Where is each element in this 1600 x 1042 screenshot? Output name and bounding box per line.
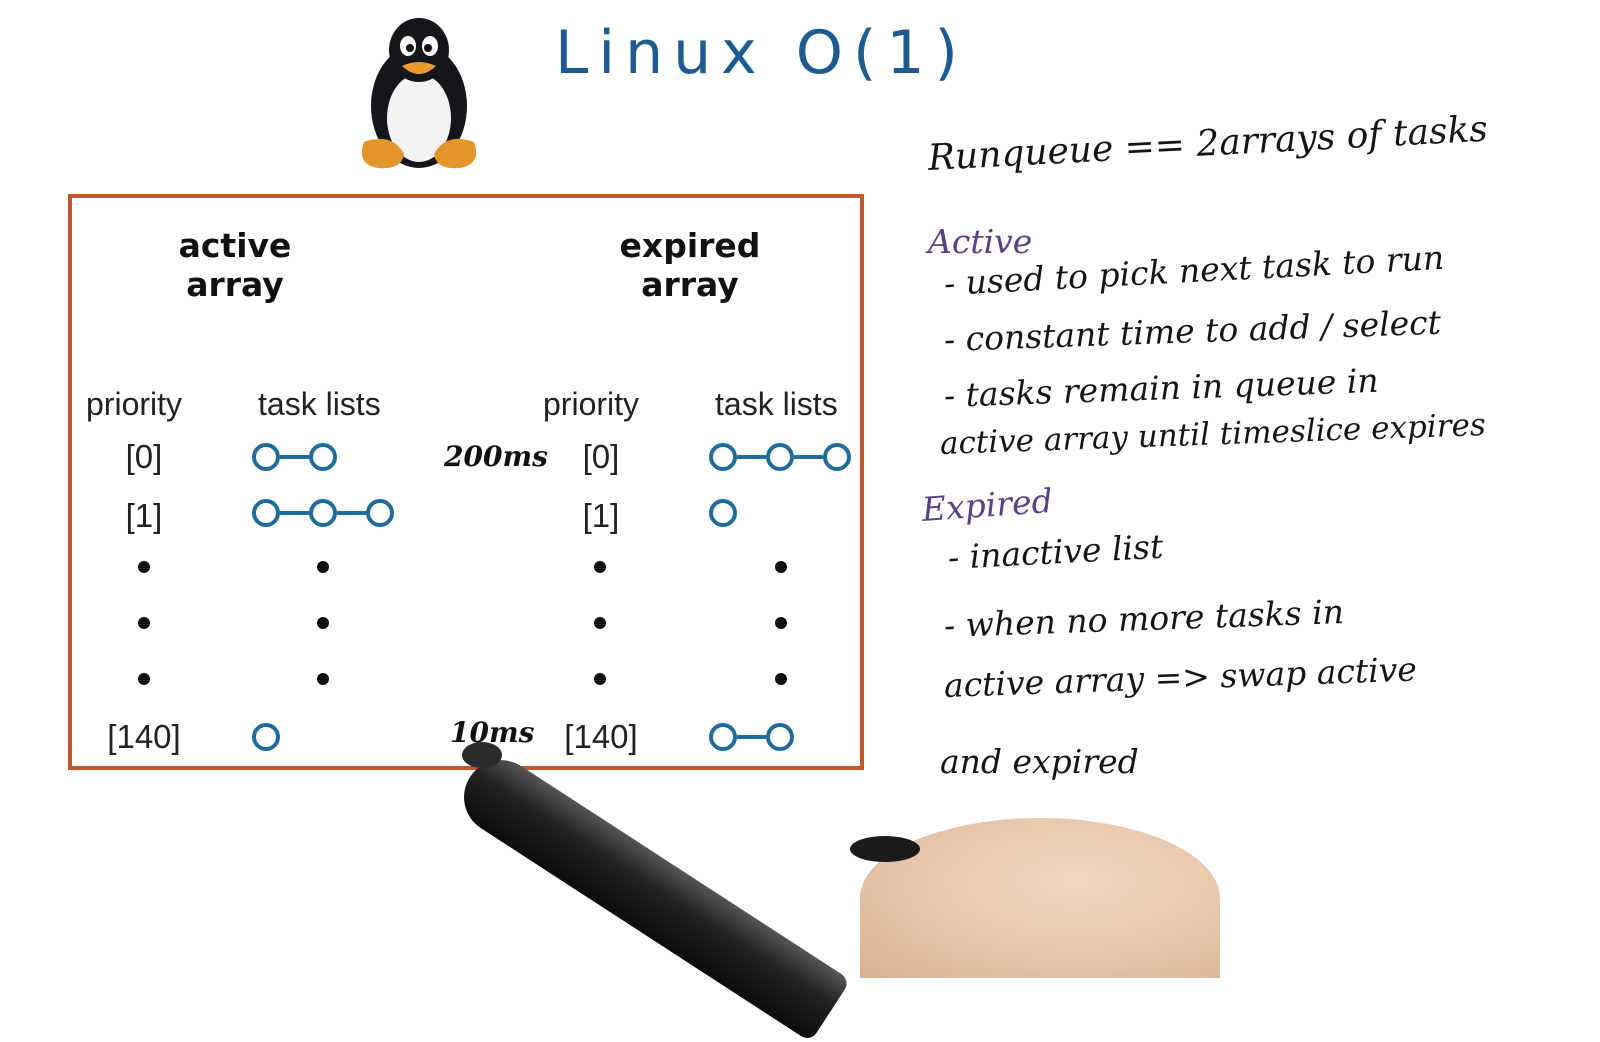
expired-note-item: - when no more tasks in bbox=[943, 592, 1345, 645]
runqueue-diagram-box bbox=[68, 194, 864, 770]
active-priority-header: priority bbox=[86, 386, 183, 422]
task-node bbox=[766, 443, 794, 471]
active-priority-index: [0] bbox=[125, 438, 163, 475]
task-node bbox=[709, 723, 737, 751]
ellipsis-dot bbox=[138, 673, 150, 685]
ellipsis-dot bbox=[317, 617, 329, 629]
active-note-label: Active bbox=[928, 222, 1033, 261]
task-node bbox=[709, 443, 737, 471]
task-node bbox=[823, 443, 851, 471]
expired-note-item: - inactive list bbox=[946, 526, 1165, 577]
task-node bbox=[766, 723, 794, 751]
ellipsis-dot bbox=[775, 561, 787, 573]
task-link bbox=[737, 455, 766, 459]
slide-title: Linux O(1) bbox=[555, 18, 968, 88]
task-node bbox=[252, 723, 280, 751]
active-note-item: - tasks remain in queue in bbox=[943, 360, 1380, 415]
ellipsis-dot bbox=[594, 561, 606, 573]
expired-priority-header: priority bbox=[543, 386, 640, 422]
runqueue-note: Runqueue == 2arrays of tasks bbox=[926, 108, 1489, 179]
marker-pen-tip bbox=[462, 742, 502, 768]
expired-note-item: active array => swap active bbox=[943, 649, 1418, 705]
task-link bbox=[280, 455, 309, 459]
ellipsis-dot bbox=[138, 617, 150, 629]
expired-array-heading: expired array bbox=[619, 226, 761, 304]
task-node bbox=[252, 443, 280, 471]
timeslice-high-label: 200ms bbox=[444, 440, 548, 473]
task-node bbox=[709, 499, 737, 527]
task-node bbox=[309, 443, 337, 471]
presenter-fingernail bbox=[850, 836, 920, 862]
ellipsis-dot bbox=[138, 561, 150, 573]
expired-priority-index: [0] bbox=[582, 438, 620, 475]
task-node bbox=[309, 499, 337, 527]
active-note-item: active array until timeslice expires bbox=[939, 406, 1487, 462]
task-link bbox=[337, 511, 366, 515]
expired-priority-index: [1] bbox=[582, 497, 620, 534]
expired-note-item: and expired bbox=[940, 742, 1139, 781]
expired-task-lists-header: task lists bbox=[715, 386, 838, 422]
expired-priority-index: [140] bbox=[564, 718, 638, 755]
ellipsis-dot bbox=[317, 561, 329, 573]
active-array-heading: active array bbox=[178, 226, 292, 304]
ellipsis-dot bbox=[594, 617, 606, 629]
ellipsis-dot bbox=[775, 617, 787, 629]
expired-note-label: Expired bbox=[920, 480, 1054, 529]
ellipsis-dot bbox=[317, 673, 329, 685]
active-note-item: - constant time to add / select bbox=[943, 302, 1442, 359]
active-task-lists-header: task lists bbox=[258, 386, 381, 422]
task-link bbox=[794, 455, 823, 459]
ellipsis-dot bbox=[775, 673, 787, 685]
task-link bbox=[280, 511, 309, 515]
ellipsis-dot bbox=[594, 673, 606, 685]
task-node bbox=[366, 499, 394, 527]
active-priority-index: [1] bbox=[125, 497, 163, 534]
tux-penguin-icon bbox=[361, 18, 477, 169]
marker-pen bbox=[449, 745, 851, 1042]
task-link bbox=[737, 735, 766, 739]
active-priority-index: [140] bbox=[107, 718, 181, 755]
task-node bbox=[252, 499, 280, 527]
